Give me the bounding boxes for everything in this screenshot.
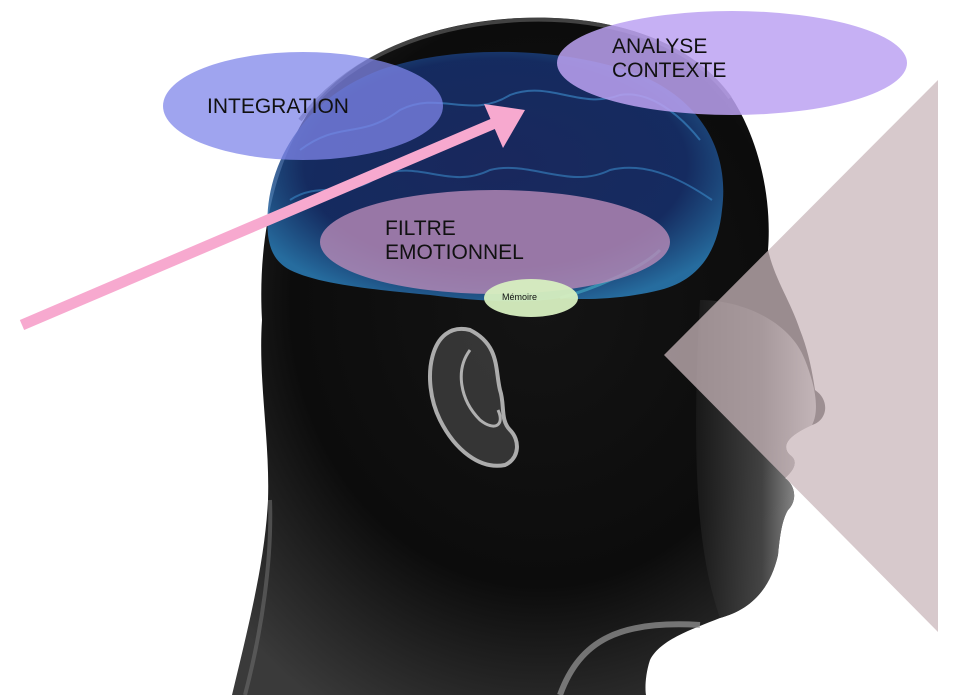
filtre-label-line1: FILTRE — [385, 217, 524, 241]
analyse-label-line1: ANALYSE — [612, 35, 726, 59]
analyse-contexte-label: ANALYSE CONTEXTE — [612, 35, 726, 83]
integration-label: INTEGRATION — [207, 95, 349, 119]
memoire-label: Mémoire — [502, 292, 537, 302]
analyse-label-line2: CONTEXTE — [612, 59, 726, 83]
analyse-contexte-ellipse — [557, 11, 907, 115]
filtre-emotionnel-label: FILTRE EMOTIONNEL — [385, 217, 524, 265]
filtre-label-line2: EMOTIONNEL — [385, 241, 524, 265]
